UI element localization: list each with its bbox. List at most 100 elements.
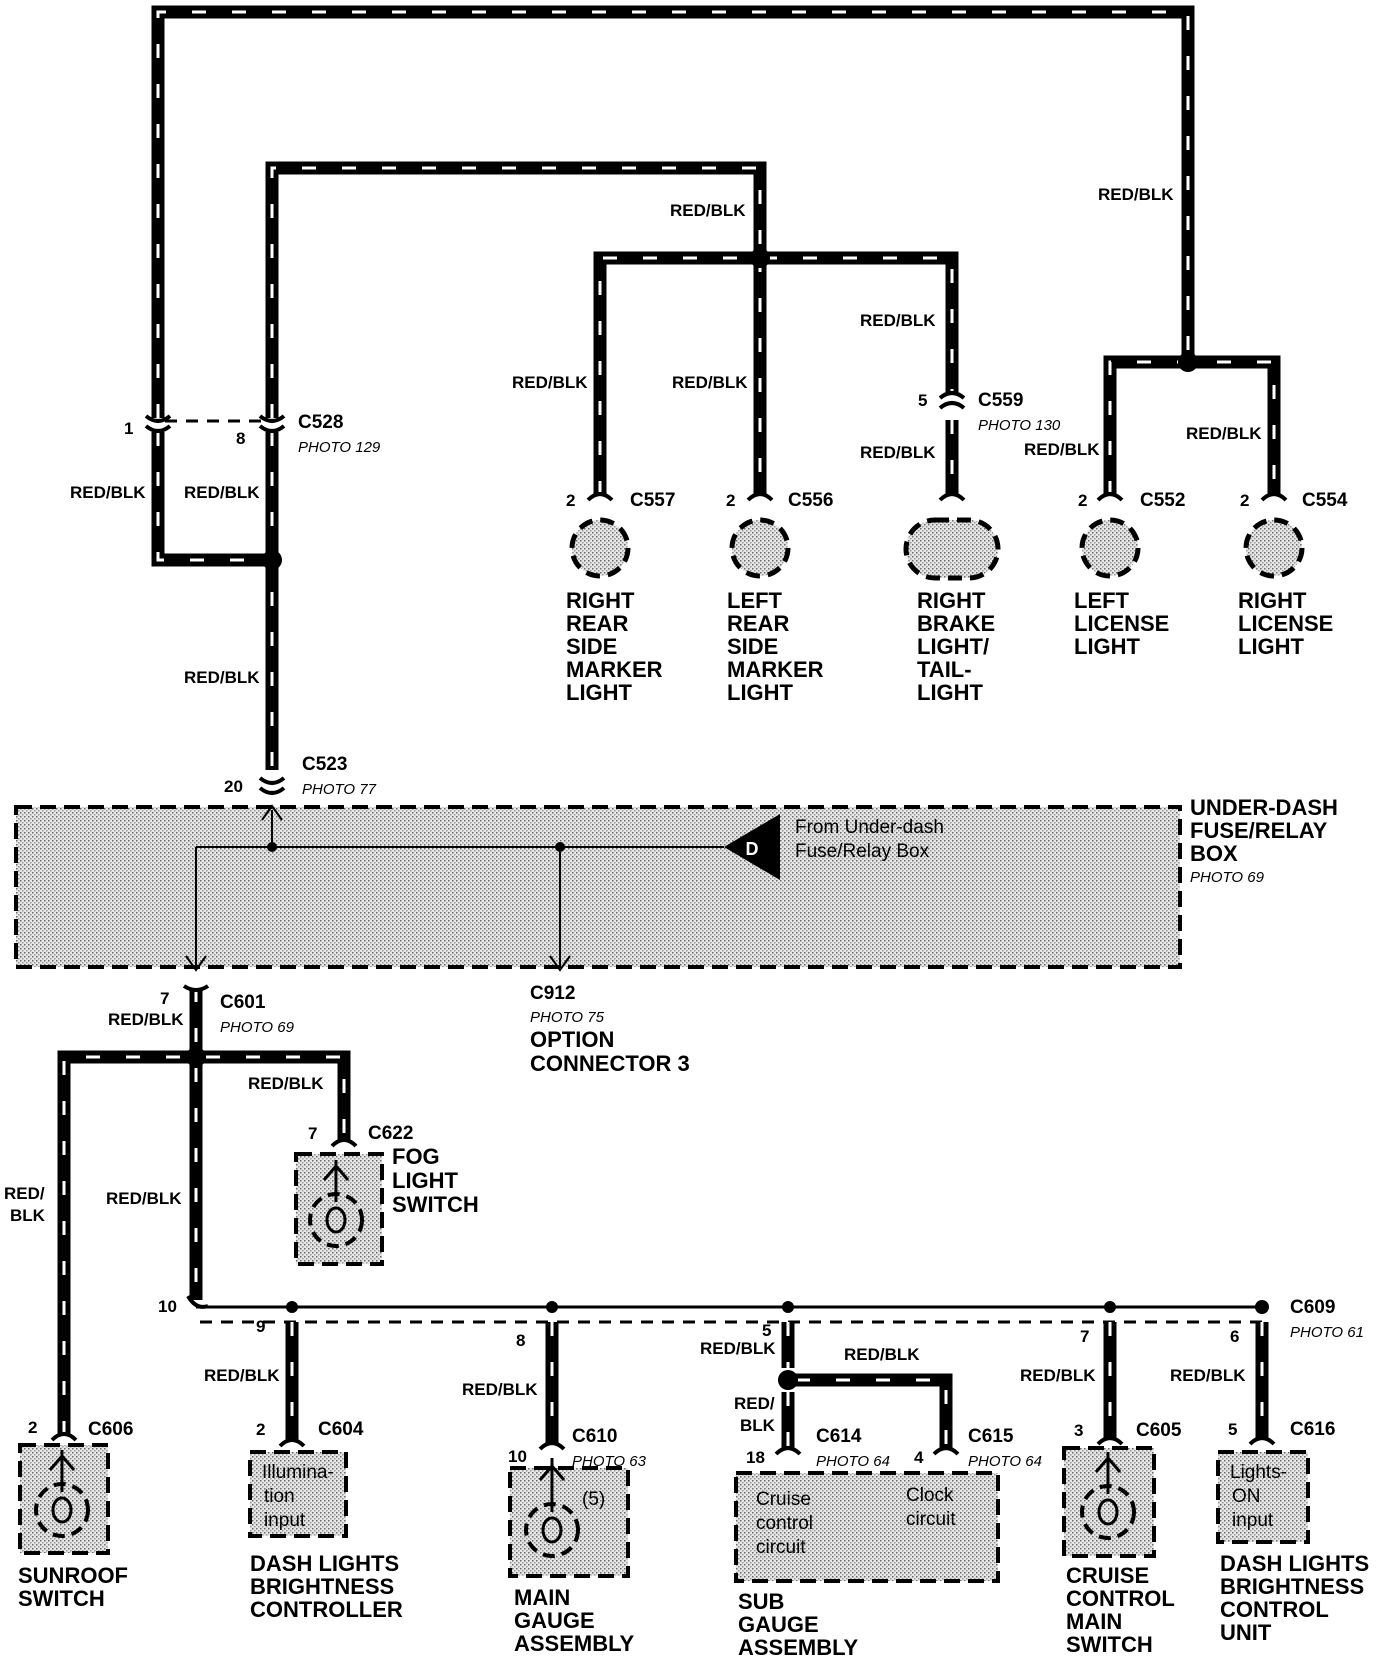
svg-text:SIDE: SIDE bbox=[727, 634, 778, 659]
svg-text:RED/BLK: RED/BLK bbox=[1186, 424, 1262, 443]
svg-text:C552: C552 bbox=[1140, 490, 1185, 511]
svg-text:3: 3 bbox=[1074, 1421, 1083, 1440]
fog-light-switch: 7 C622 FOG LIGHT SWITCH bbox=[294, 1123, 479, 1266]
wire-outer-loop bbox=[151, 5, 1195, 418]
svg-text:Lights-: Lights- bbox=[1230, 1462, 1287, 1483]
svg-text:MAIN: MAIN bbox=[1066, 1609, 1122, 1634]
svg-text:LICENSE: LICENSE bbox=[1074, 611, 1169, 636]
svg-text:RED/BLK: RED/BLK bbox=[1098, 185, 1174, 204]
svg-text:C557: C557 bbox=[630, 490, 675, 511]
connector-c609-bus: C609 PHOTO 61 10 9 8 5 7 6 bbox=[158, 1294, 1364, 1350]
svg-text:1: 1 bbox=[124, 419, 133, 438]
svg-text:CONTROL: CONTROL bbox=[1066, 1586, 1175, 1611]
svg-text:C554: C554 bbox=[1302, 490, 1348, 511]
connector-c601: 7 C601 PHOTO 69 bbox=[160, 984, 295, 1036]
wire-inner-loop bbox=[265, 161, 767, 418]
svg-text:SWITCH: SWITCH bbox=[1066, 1632, 1153, 1657]
svg-text:C559: C559 bbox=[978, 390, 1023, 411]
svg-text:10: 10 bbox=[158, 1297, 177, 1316]
svg-text:input: input bbox=[1232, 1510, 1274, 1531]
svg-text:RED/BLK: RED/BLK bbox=[1170, 1366, 1246, 1385]
svg-text:RED/BLK: RED/BLK bbox=[860, 311, 936, 330]
fuse-source-triangle bbox=[724, 814, 780, 880]
indicator-bulb-icon bbox=[34, 1450, 90, 1538]
splice-node bbox=[262, 550, 282, 570]
svg-text:input: input bbox=[264, 1510, 306, 1531]
sub-gauge-assembly: 18 C614 PHOTO 64 4 C615 PHOTO 64 Cruise … bbox=[734, 1426, 1042, 1660]
svg-text:SUB: SUB bbox=[738, 1589, 784, 1614]
svg-text:D: D bbox=[746, 839, 759, 859]
svg-text:OPTION: OPTION bbox=[530, 1027, 614, 1052]
svg-text:C556: C556 bbox=[788, 490, 833, 511]
svg-text:BLK: BLK bbox=[10, 1206, 46, 1225]
connector-c523: 20 C523 PHOTO 77 bbox=[224, 754, 377, 798]
svg-text:TAIL-: TAIL- bbox=[917, 657, 972, 682]
svg-text:PHOTO 129: PHOTO 129 bbox=[298, 439, 381, 456]
svg-text:CONNECTOR 3: CONNECTOR 3 bbox=[530, 1051, 690, 1076]
svg-text:CONTROLLER: CONTROLLER bbox=[250, 1597, 403, 1622]
svg-text:control: control bbox=[756, 1513, 813, 1534]
svg-text:BOX: BOX bbox=[1190, 841, 1238, 866]
svg-text:Fuse/Relay Box: Fuse/Relay Box bbox=[795, 841, 930, 862]
sunroof-switch: 2 C606 SUNROOF SWITCH bbox=[18, 1418, 133, 1611]
svg-text:circuit: circuit bbox=[906, 1509, 956, 1530]
left-rear-side-marker-light: 2 C556 LEFT REAR SIDE MARKER LIGHT bbox=[726, 490, 833, 705]
svg-text:MARKER: MARKER bbox=[566, 657, 663, 682]
svg-text:C606: C606 bbox=[88, 1419, 133, 1440]
svg-text:RIGHT: RIGHT bbox=[566, 588, 635, 613]
svg-text:LIGHT: LIGHT bbox=[727, 680, 794, 705]
svg-text:5: 5 bbox=[762, 1321, 771, 1340]
left-license-light: 2 C552 LEFT LICENSE LIGHT bbox=[1074, 490, 1185, 659]
svg-text:BRIGHTNESS: BRIGHTNESS bbox=[1220, 1574, 1364, 1599]
svg-text:8: 8 bbox=[236, 429, 245, 448]
svg-text:LIGHT: LIGHT bbox=[566, 680, 633, 705]
svg-text:RED/BLK: RED/BLK bbox=[184, 668, 260, 687]
svg-text:FUSE/RELAY: FUSE/RELAY bbox=[1190, 818, 1328, 843]
svg-text:7: 7 bbox=[1080, 1327, 1089, 1346]
wire-rear-bus bbox=[593, 251, 959, 495]
svg-text:8: 8 bbox=[516, 1331, 525, 1350]
svg-text:UNDER-DASH: UNDER-DASH bbox=[1190, 795, 1338, 820]
svg-text:SWITCH: SWITCH bbox=[18, 1586, 105, 1611]
right-rear-side-marker-light: 2 C557 RIGHT REAR SIDE MARKER LIGHT bbox=[566, 490, 675, 705]
wire-c528-loop bbox=[151, 432, 279, 770]
svg-text:4: 4 bbox=[914, 1448, 924, 1467]
svg-text:C622: C622 bbox=[368, 1123, 413, 1144]
fuse-box-internal-circuit: D From Under-dash Fuse/Relay Box bbox=[185, 804, 944, 972]
svg-text:C523: C523 bbox=[302, 754, 347, 775]
svg-text:C614: C614 bbox=[816, 1426, 862, 1447]
indicator-bulb-icon bbox=[308, 1160, 364, 1248]
under-dash-fuse-relay-box: UNDER-DASH FUSE/RELAY BOX PHOTO 69 bbox=[14, 795, 1338, 969]
svg-text:RED/BLK: RED/BLK bbox=[462, 1380, 538, 1399]
svg-text:RED/BLK: RED/BLK bbox=[672, 373, 748, 392]
svg-text:SIDE: SIDE bbox=[566, 634, 617, 659]
svg-text:(5): (5) bbox=[582, 1489, 605, 1510]
svg-text:RED/BLK: RED/BLK bbox=[248, 1074, 324, 1093]
svg-text:RED/BLK: RED/BLK bbox=[700, 1339, 776, 1358]
svg-text:2: 2 bbox=[1240, 491, 1249, 510]
svg-text:tion: tion bbox=[264, 1486, 295, 1507]
svg-text:RED/BLK: RED/BLK bbox=[70, 483, 146, 502]
svg-text:PHOTO 69: PHOTO 69 bbox=[220, 1019, 295, 1036]
svg-text:C605: C605 bbox=[1136, 1420, 1182, 1441]
svg-text:GAUGE: GAUGE bbox=[738, 1612, 819, 1637]
svg-text:PHOTO 64: PHOTO 64 bbox=[968, 1453, 1042, 1470]
svg-text:REAR: REAR bbox=[566, 611, 628, 636]
svg-text:LICENSE: LICENSE bbox=[1238, 611, 1333, 636]
svg-text:C601: C601 bbox=[220, 992, 266, 1013]
svg-text:Illumina-: Illumina- bbox=[262, 1462, 334, 1483]
svg-text:UNIT: UNIT bbox=[1220, 1620, 1272, 1645]
svg-text:RED/BLK: RED/BLK bbox=[1020, 1366, 1096, 1385]
svg-text:RIGHT: RIGHT bbox=[917, 588, 986, 613]
svg-text:BRIGHTNESS: BRIGHTNESS bbox=[250, 1574, 394, 1599]
svg-text:RED/: RED/ bbox=[4, 1184, 45, 1203]
svg-text:10: 10 bbox=[508, 1447, 527, 1466]
svg-text:SUNROOF: SUNROOF bbox=[18, 1563, 128, 1588]
indicator-bulb-icon bbox=[524, 1458, 580, 1558]
right-license-light: 2 C554 RIGHT LICENSE LIGHT bbox=[1238, 490, 1348, 659]
svg-text:RED/BLK: RED/BLK bbox=[860, 443, 936, 462]
svg-text:C912: C912 bbox=[530, 983, 575, 1004]
svg-text:PHOTO 61: PHOTO 61 bbox=[1290, 1324, 1364, 1341]
svg-text:C609: C609 bbox=[1290, 1297, 1335, 1318]
